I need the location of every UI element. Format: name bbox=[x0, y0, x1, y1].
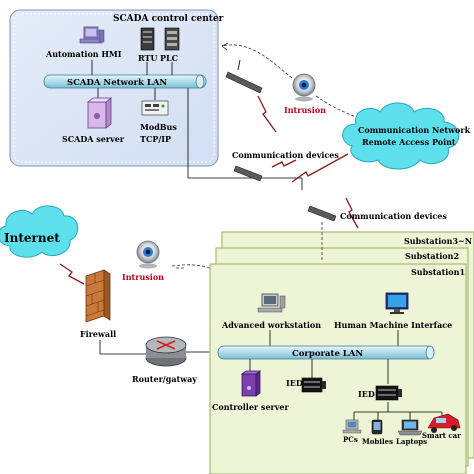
rtu-icon bbox=[140, 27, 155, 51]
ied2-icon bbox=[375, 385, 402, 401]
advanced-workstation-icon bbox=[257, 293, 286, 313]
corporate-lan-bar: Corporate LAN bbox=[217, 345, 435, 360]
mobiles-label: Mobiles bbox=[362, 437, 393, 446]
automation-hmi-icon bbox=[79, 26, 105, 44]
scada-lan-bar: SCADA Network LAN bbox=[43, 74, 207, 89]
scada-title: SCADA control center bbox=[113, 14, 224, 24]
intrusion-left-label: Intrusion bbox=[122, 272, 164, 282]
plc-icon bbox=[164, 27, 180, 51]
pcs-label: PCs bbox=[343, 435, 358, 444]
hmi-label: Human Machine Interface bbox=[334, 320, 452, 330]
modbus-label-line2: TCP/IP bbox=[140, 134, 171, 144]
corporate-connectors bbox=[249, 359, 443, 420]
corporate-lan-label: Corporate LAN bbox=[292, 349, 363, 359]
dashed-link-top bbox=[221, 44, 293, 79]
intrusion-eye-left-icon bbox=[136, 240, 160, 269]
scada-server-icon bbox=[86, 97, 113, 129]
advanced-workstation-label: Advanced workstation bbox=[221, 320, 321, 330]
controller-server-icon bbox=[240, 370, 262, 397]
hmi-monitor-icon bbox=[385, 292, 409, 314]
internet-cloud: Internet bbox=[0, 205, 79, 258]
mobile-icon bbox=[371, 419, 383, 435]
modbus-device-icon bbox=[141, 100, 169, 116]
comm-device-mid1-icon bbox=[233, 165, 263, 182]
wireless-links bbox=[59, 95, 359, 285]
scada-connectors bbox=[91, 60, 303, 190]
substation2-label: Substation2 bbox=[405, 251, 459, 261]
firewall-label: Firewall bbox=[80, 329, 116, 339]
smart-car-label: Smart car bbox=[422, 431, 461, 440]
internet-label: Internet bbox=[4, 231, 60, 245]
comm-device-top-icon bbox=[225, 59, 263, 94]
router-label: Router/gatway bbox=[132, 374, 197, 384]
intrusion-eye-top-icon bbox=[292, 73, 316, 102]
ied1-icon bbox=[301, 377, 326, 393]
comm-devices-mid-label: Communication devices bbox=[340, 211, 447, 221]
communication-network-cloud: Communication Network Remote Access Poin… bbox=[342, 102, 471, 170]
intrusion-top-label: Intrusion bbox=[284, 105, 326, 115]
modbus-label-line1: ModBus bbox=[140, 122, 177, 132]
substation-panel-1: Substation1 bbox=[209, 263, 467, 474]
controller-server-label: Controller server bbox=[212, 402, 289, 412]
plc-label: PLC bbox=[160, 53, 178, 63]
scada-lan-label: SCADA Network LAN bbox=[67, 78, 167, 88]
cloud-label-line2: Remote Access Point bbox=[362, 137, 456, 147]
automation-hmi-label: Automation HMI bbox=[45, 49, 122, 59]
rtu-label: RTU bbox=[138, 53, 157, 63]
comm-devices-top-label: Communication devices bbox=[232, 150, 339, 160]
substation1-label: Substation1 bbox=[411, 267, 465, 277]
substation3-label: Substation3~N bbox=[404, 236, 472, 246]
comm-device-mid2-icon bbox=[307, 205, 337, 222]
pc-icon bbox=[342, 419, 362, 434]
laptops-label: Laptops bbox=[396, 437, 427, 446]
router-icon bbox=[145, 336, 187, 367]
ied1-label: IED bbox=[286, 378, 303, 388]
ied2-label: IED bbox=[358, 389, 375, 399]
cloud-label-line1: Communication Network bbox=[358, 125, 471, 135]
laptop-icon bbox=[397, 419, 423, 436]
smart-car-icon bbox=[427, 413, 461, 433]
scada-server-label: SCADA server bbox=[62, 134, 125, 144]
firewall-icon bbox=[85, 269, 111, 323]
